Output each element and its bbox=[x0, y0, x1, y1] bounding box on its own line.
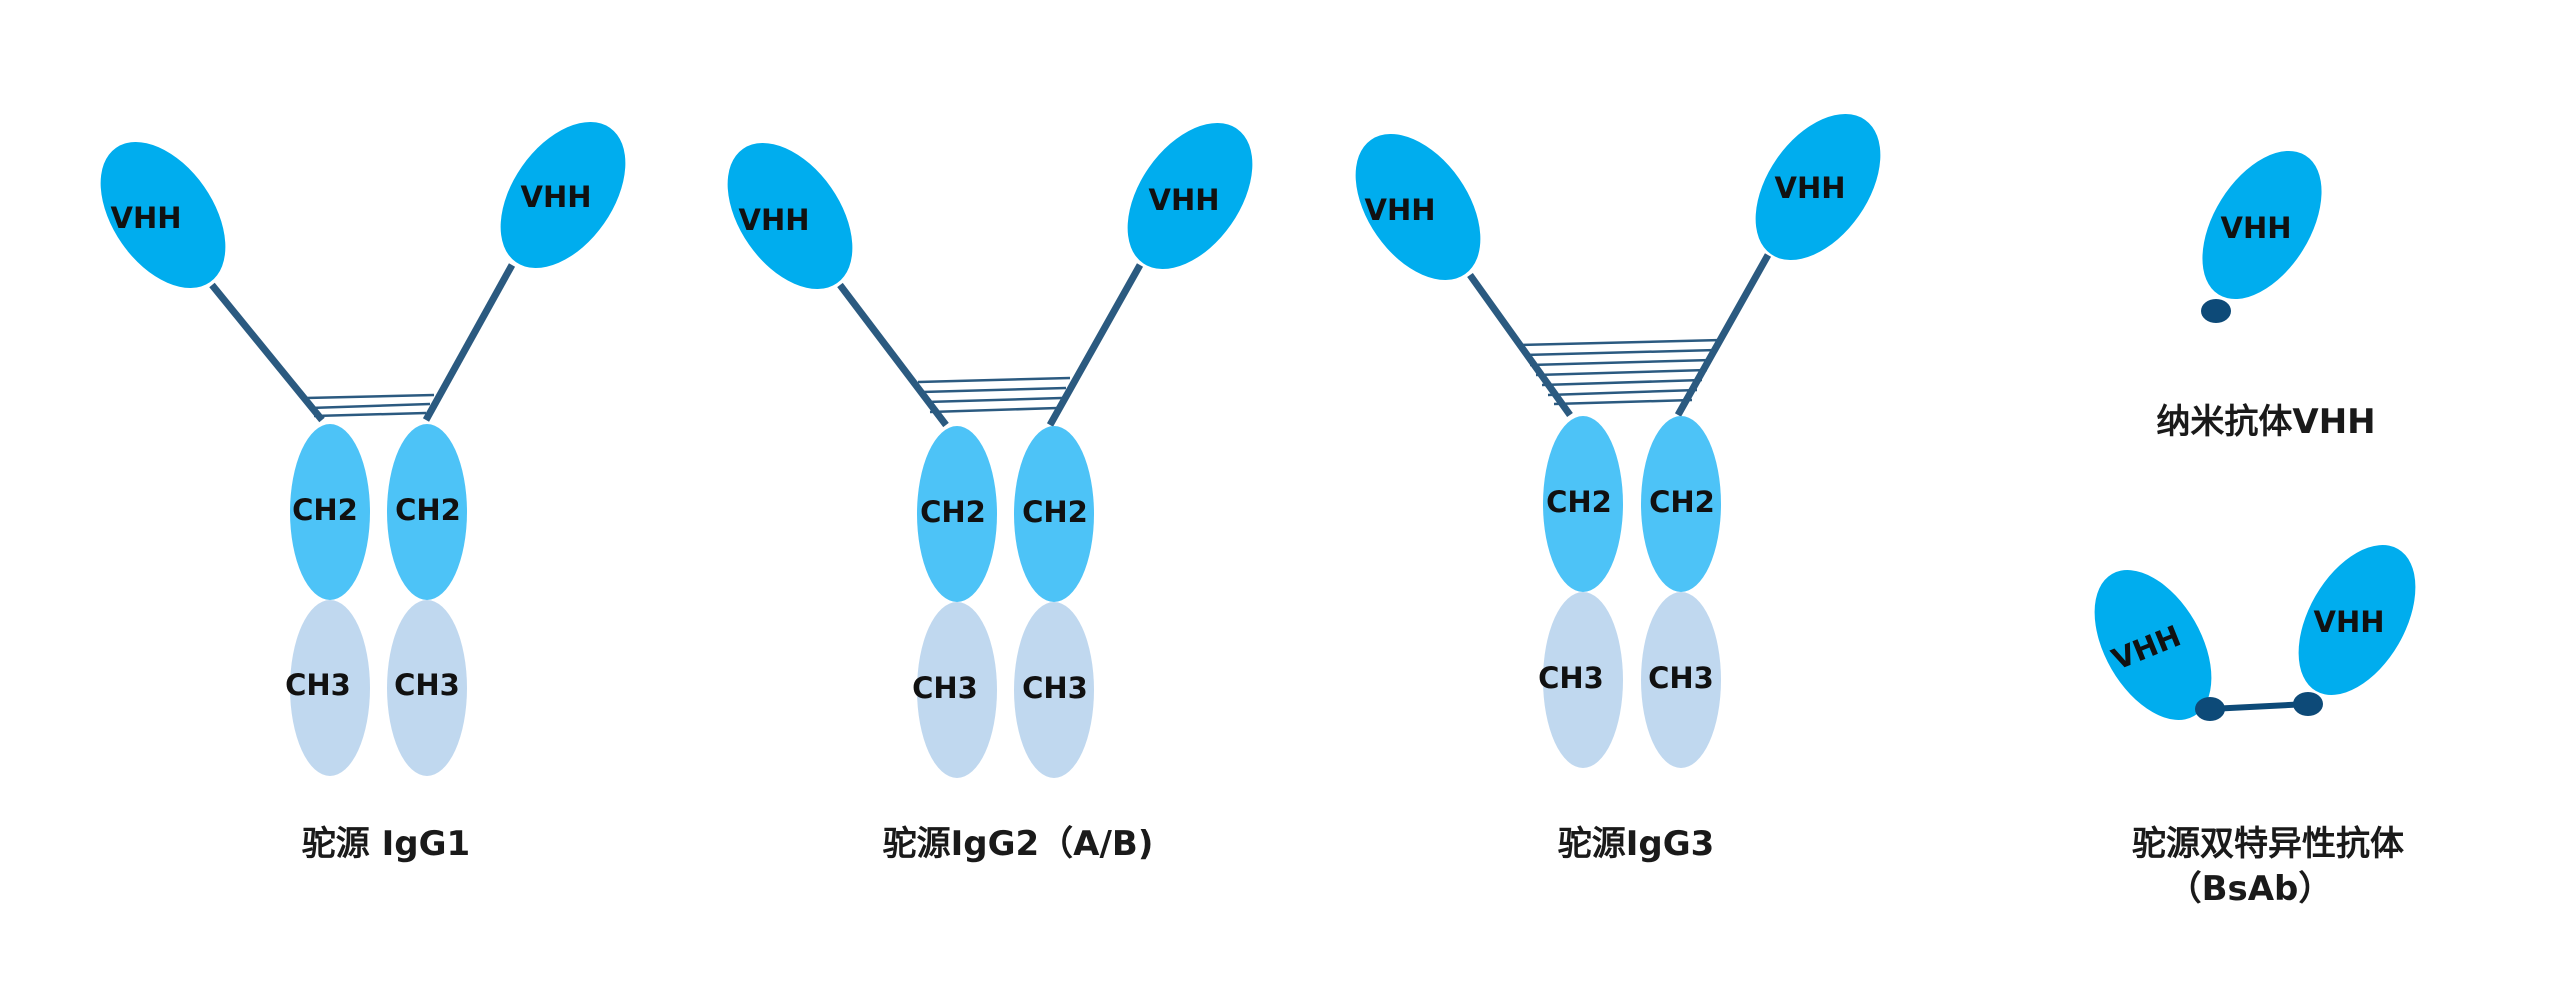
igg3-vhh-right-label: VHH bbox=[1775, 171, 1846, 205]
nanobody-anchor-node bbox=[2201, 299, 2231, 323]
igg3-vhh-left bbox=[1355, 133, 1481, 281]
igg1-structure: VHH VHH CH2 CH2 CH3 CH3 bbox=[100, 121, 626, 776]
igg1-vhh-left-label: VHH bbox=[111, 201, 182, 235]
igg1-ch3-right-label: CH3 bbox=[394, 668, 460, 702]
bsab-caption-line2: （BsAb） bbox=[2168, 869, 2333, 909]
igg2-ch2-left bbox=[917, 426, 997, 602]
igg3-ch2-left bbox=[1543, 416, 1623, 592]
igg2-disulfide-bonds bbox=[917, 376, 1071, 414]
bsab-node-left bbox=[2195, 697, 2225, 721]
igg3-disulfide-bonds bbox=[1517, 338, 1723, 406]
nanobody-vhh-label: VHH bbox=[2221, 211, 2292, 245]
igg3-ch3-left bbox=[1543, 592, 1623, 768]
bsab-caption-line1: 驼源双特异性抗体 bbox=[2132, 824, 2404, 864]
igg1-ch3-left-label: CH3 bbox=[285, 668, 351, 702]
bsab-node-right bbox=[2293, 692, 2323, 716]
igg2-ch3-right bbox=[1014, 602, 1094, 778]
igg1-ch2-right-label: CH2 bbox=[395, 493, 461, 527]
igg1-caption: 驼源 IgG1 bbox=[302, 824, 470, 864]
igg1-vhh-right bbox=[500, 121, 626, 269]
igg2-vhh-left bbox=[727, 142, 853, 290]
igg3-vhh-right bbox=[1755, 113, 1881, 261]
igg1-ch3-left bbox=[290, 600, 370, 776]
igg2-hinge-left bbox=[837, 282, 949, 428]
igg1-ch2-right bbox=[387, 424, 467, 600]
igg3-ch2-left-label: CH2 bbox=[1546, 485, 1612, 519]
igg1-hinge-left bbox=[209, 282, 325, 423]
bsab-linker bbox=[2209, 701, 2309, 712]
igg1-vhh-right-label: VHH bbox=[521, 180, 592, 214]
igg1-ch2-left bbox=[290, 424, 370, 600]
nanobody-structure: VHH bbox=[2201, 150, 2322, 323]
igg1-disulfide-bonds bbox=[305, 393, 435, 418]
igg3-ch2-right-label: CH2 bbox=[1649, 485, 1715, 519]
igg2-ch3-left-label: CH3 bbox=[912, 671, 978, 705]
bsab-vhh-right-label: VHH bbox=[2314, 605, 2385, 639]
igg2-ch2-right-label: CH2 bbox=[1022, 495, 1088, 529]
igg3-vhh-left-label: VHH bbox=[1365, 193, 1436, 227]
bsab-vhh-right bbox=[2298, 545, 2416, 695]
igg2-vhh-right-label: VHH bbox=[1149, 183, 1220, 217]
igg1-vhh-left bbox=[100, 141, 226, 289]
igg2-ch2-left-label: CH2 bbox=[920, 495, 986, 529]
igg2-structure: VHH VHH CH2 CH2 CH3 CH3 bbox=[727, 122, 1253, 778]
igg1-ch3-right bbox=[387, 600, 467, 776]
igg2-ch3-left bbox=[917, 602, 997, 778]
igg3-structure: VHH VHH CH2 CH2 CH3 CH3 bbox=[1355, 113, 1881, 768]
igg3-ch3-right-label: CH3 bbox=[1648, 661, 1714, 695]
igg2-hinge-right bbox=[1046, 263, 1144, 427]
nanobody-caption: 纳米抗体VHH bbox=[2156, 402, 2375, 442]
igg2-vhh-right bbox=[1127, 122, 1253, 270]
igg3-hinge-right bbox=[1674, 253, 1772, 417]
bsab-vhh-left bbox=[2094, 570, 2212, 720]
igg1-ch2-left-label: CH2 bbox=[292, 493, 358, 527]
nanobody-vhh bbox=[2202, 150, 2322, 300]
igg3-ch2-right bbox=[1641, 416, 1721, 592]
igg3-caption: 驼源IgG3 bbox=[1558, 824, 1715, 864]
igg2-vhh-left-label: VHH bbox=[739, 203, 810, 237]
igg2-ch2-right bbox=[1014, 426, 1094, 602]
igg1-hinge-right bbox=[422, 263, 516, 422]
bsab-structure: VHH VHH bbox=[2094, 545, 2416, 721]
igg3-ch3-right bbox=[1641, 592, 1721, 768]
igg2-caption: 驼源IgG2（A/B) bbox=[883, 824, 1154, 864]
igg2-ch3-right-label: CH3 bbox=[1022, 671, 1088, 705]
igg3-ch3-left-label: CH3 bbox=[1538, 661, 1604, 695]
